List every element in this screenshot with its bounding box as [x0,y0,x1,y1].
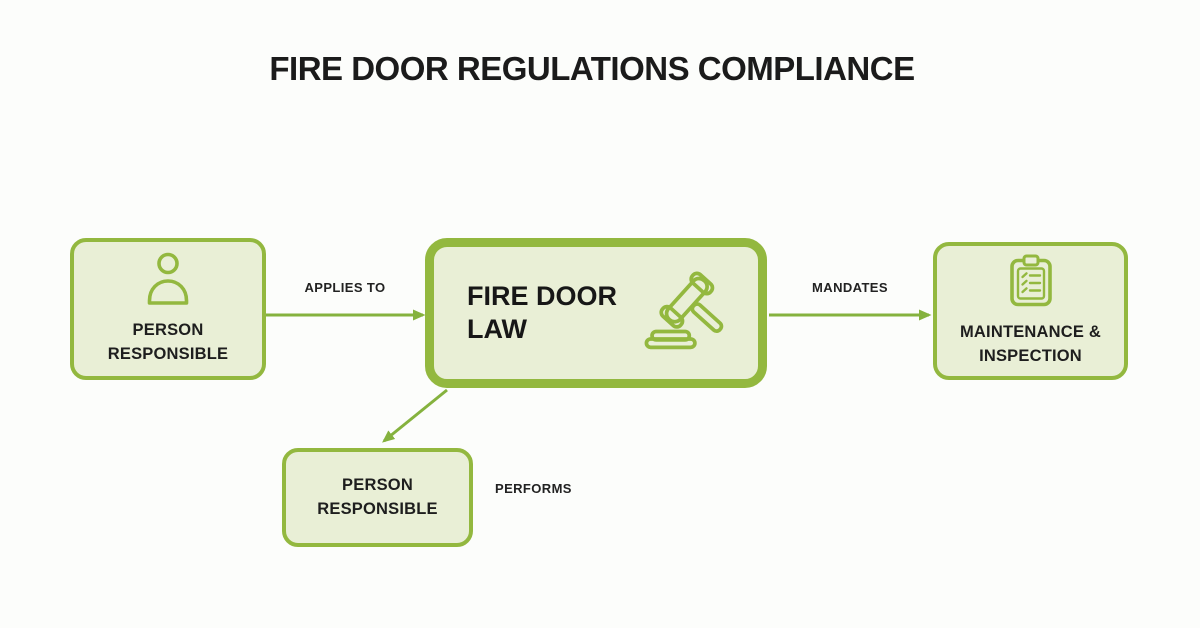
arrow-performs [382,388,448,443]
node-person-responsible-bottom: PERSON RESPONSIBLE [282,448,473,547]
node-label: PERSON RESPONSIBLE [107,321,229,363]
node-fire-door-law: FIRE DOOR LAW [425,238,767,388]
edge-label-performs: PERFORMS [495,481,572,496]
edge-label-mandates: MANDATES [812,280,888,295]
node-label: PERSON RESPONSIBLE [317,476,438,518]
person-icon [146,252,190,311]
node-label: MAINTENANCE & INSPECTION [959,323,1101,365]
clipboard-icon [1008,254,1054,313]
node-person-responsible-top: PERSON RESPONSIBLE [70,238,266,380]
node-maintenance-inspection: MAINTENANCE & INSPECTION [933,242,1128,380]
node-label: FIRE DOOR LAW [467,280,618,344]
gavel-icon [639,270,734,357]
edge-label-applies-to: APPLIES TO [304,280,386,295]
page-title: FIRE DOOR REGULATIONS COMPLIANCE [269,50,915,87]
